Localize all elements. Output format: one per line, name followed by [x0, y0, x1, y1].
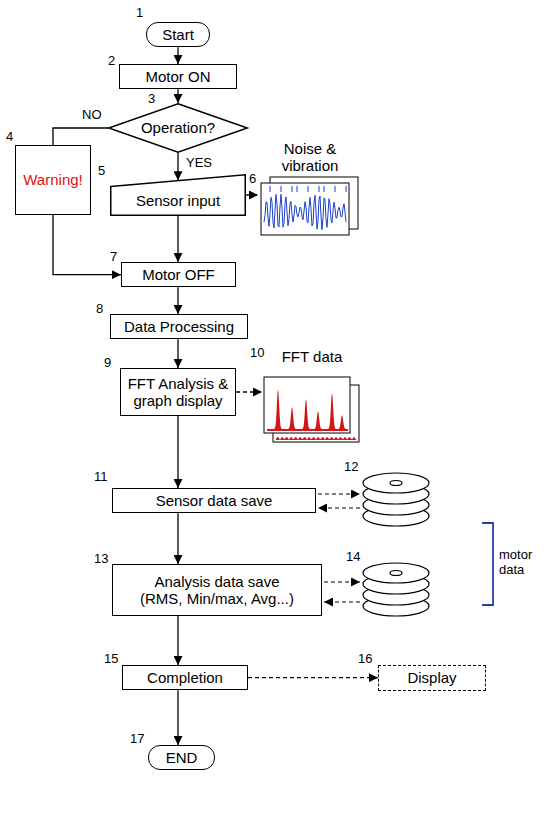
node-text: END: [166, 749, 198, 766]
callout-number: 16: [358, 652, 372, 667]
flow-arrow: [236, 391, 262, 392]
callout-number: 7: [110, 250, 117, 265]
graph-panel: Noise & vibration: [258, 138, 362, 236]
callout-number: 1: [136, 6, 143, 21]
node-text: (RMS, Min/max, Avg...): [140, 590, 294, 607]
callout-number: 10: [250, 346, 264, 361]
process-box: Warning!: [15, 145, 90, 215]
process-box: Analysis data save(RMS, Min/max, Avg...): [112, 564, 322, 616]
process-box: Motor ON: [119, 64, 237, 89]
group-label: motor data: [499, 548, 545, 578]
disk-stack: [363, 563, 429, 616]
callout-number: 5: [98, 164, 105, 179]
callout-number: 15: [104, 652, 118, 667]
flow-arrow: [53, 215, 121, 275]
waveform-illustration: [258, 176, 362, 236]
node-text: FFT data: [282, 348, 343, 365]
node-text: Start: [162, 26, 194, 43]
node-text: Data Processing: [124, 318, 234, 335]
flow-arrow: [177, 416, 178, 488]
flow-arrow: [177, 216, 178, 262]
callout-number: 4: [6, 130, 13, 145]
display-box: Display: [378, 665, 486, 691]
node-text: Sensor input: [136, 192, 220, 209]
edge-label: YES: [184, 156, 214, 171]
flow-arrow: [177, 513, 178, 564]
node-text: Motor ON: [145, 68, 210, 85]
process-box: Data Processing: [110, 314, 248, 339]
flow-arrow: [53, 128, 108, 145]
node-text: Completion: [147, 669, 223, 686]
callout-number: 12: [344, 460, 358, 475]
edge-label: NO: [80, 108, 104, 123]
flow-arrow: [248, 677, 378, 678]
storage-arrows: [318, 494, 360, 602]
flow-arrow: [177, 153, 178, 180]
callout-number: 17: [130, 732, 144, 747]
flow-arrow: [177, 616, 178, 665]
callout-number: 2: [108, 54, 115, 69]
flow-arrow: [177, 287, 178, 314]
flow-arrow: [177, 690, 178, 745]
process-box: FFT Analysis & graph display: [120, 368, 236, 416]
node-text: Noise & vibration: [258, 140, 362, 175]
flow-arrow: [246, 194, 258, 195]
callout-number: 6: [249, 172, 256, 187]
node-text: Sensor data save: [156, 492, 273, 509]
process-box: Sensor data save: [112, 488, 316, 513]
terminal-oval: END: [148, 745, 215, 770]
node-text: Motor OFF: [142, 266, 215, 283]
flow-arrow: [177, 89, 178, 103]
node-text: Operation?: [141, 119, 215, 136]
graph-panel: FFT data: [262, 346, 362, 444]
decision-diamond: Operation?: [108, 103, 248, 153]
callout-number: 13: [94, 552, 108, 567]
process-box: Motor OFF: [121, 262, 236, 287]
node-text: Warning!: [23, 171, 82, 188]
node-text: FFT Analysis & graph display: [121, 375, 235, 410]
disk-stack: [363, 473, 429, 526]
node-text: Display: [407, 669, 456, 686]
flow-arrow: [177, 47, 178, 64]
callout-number: 11: [94, 470, 108, 485]
process-box: Completion: [122, 665, 248, 690]
terminal-oval: Start: [146, 22, 210, 47]
node-text: Analysis data save: [154, 573, 279, 590]
callout-number: 14: [346, 550, 360, 565]
flow-arrow: [177, 339, 178, 368]
group-bracket: [482, 523, 493, 605]
callout-number: 3: [148, 92, 155, 107]
input-box: Sensor input: [110, 174, 246, 216]
spectrum-illustration: [262, 376, 362, 444]
callout-number: 8: [96, 302, 103, 317]
callout-number: 9: [104, 356, 111, 371]
